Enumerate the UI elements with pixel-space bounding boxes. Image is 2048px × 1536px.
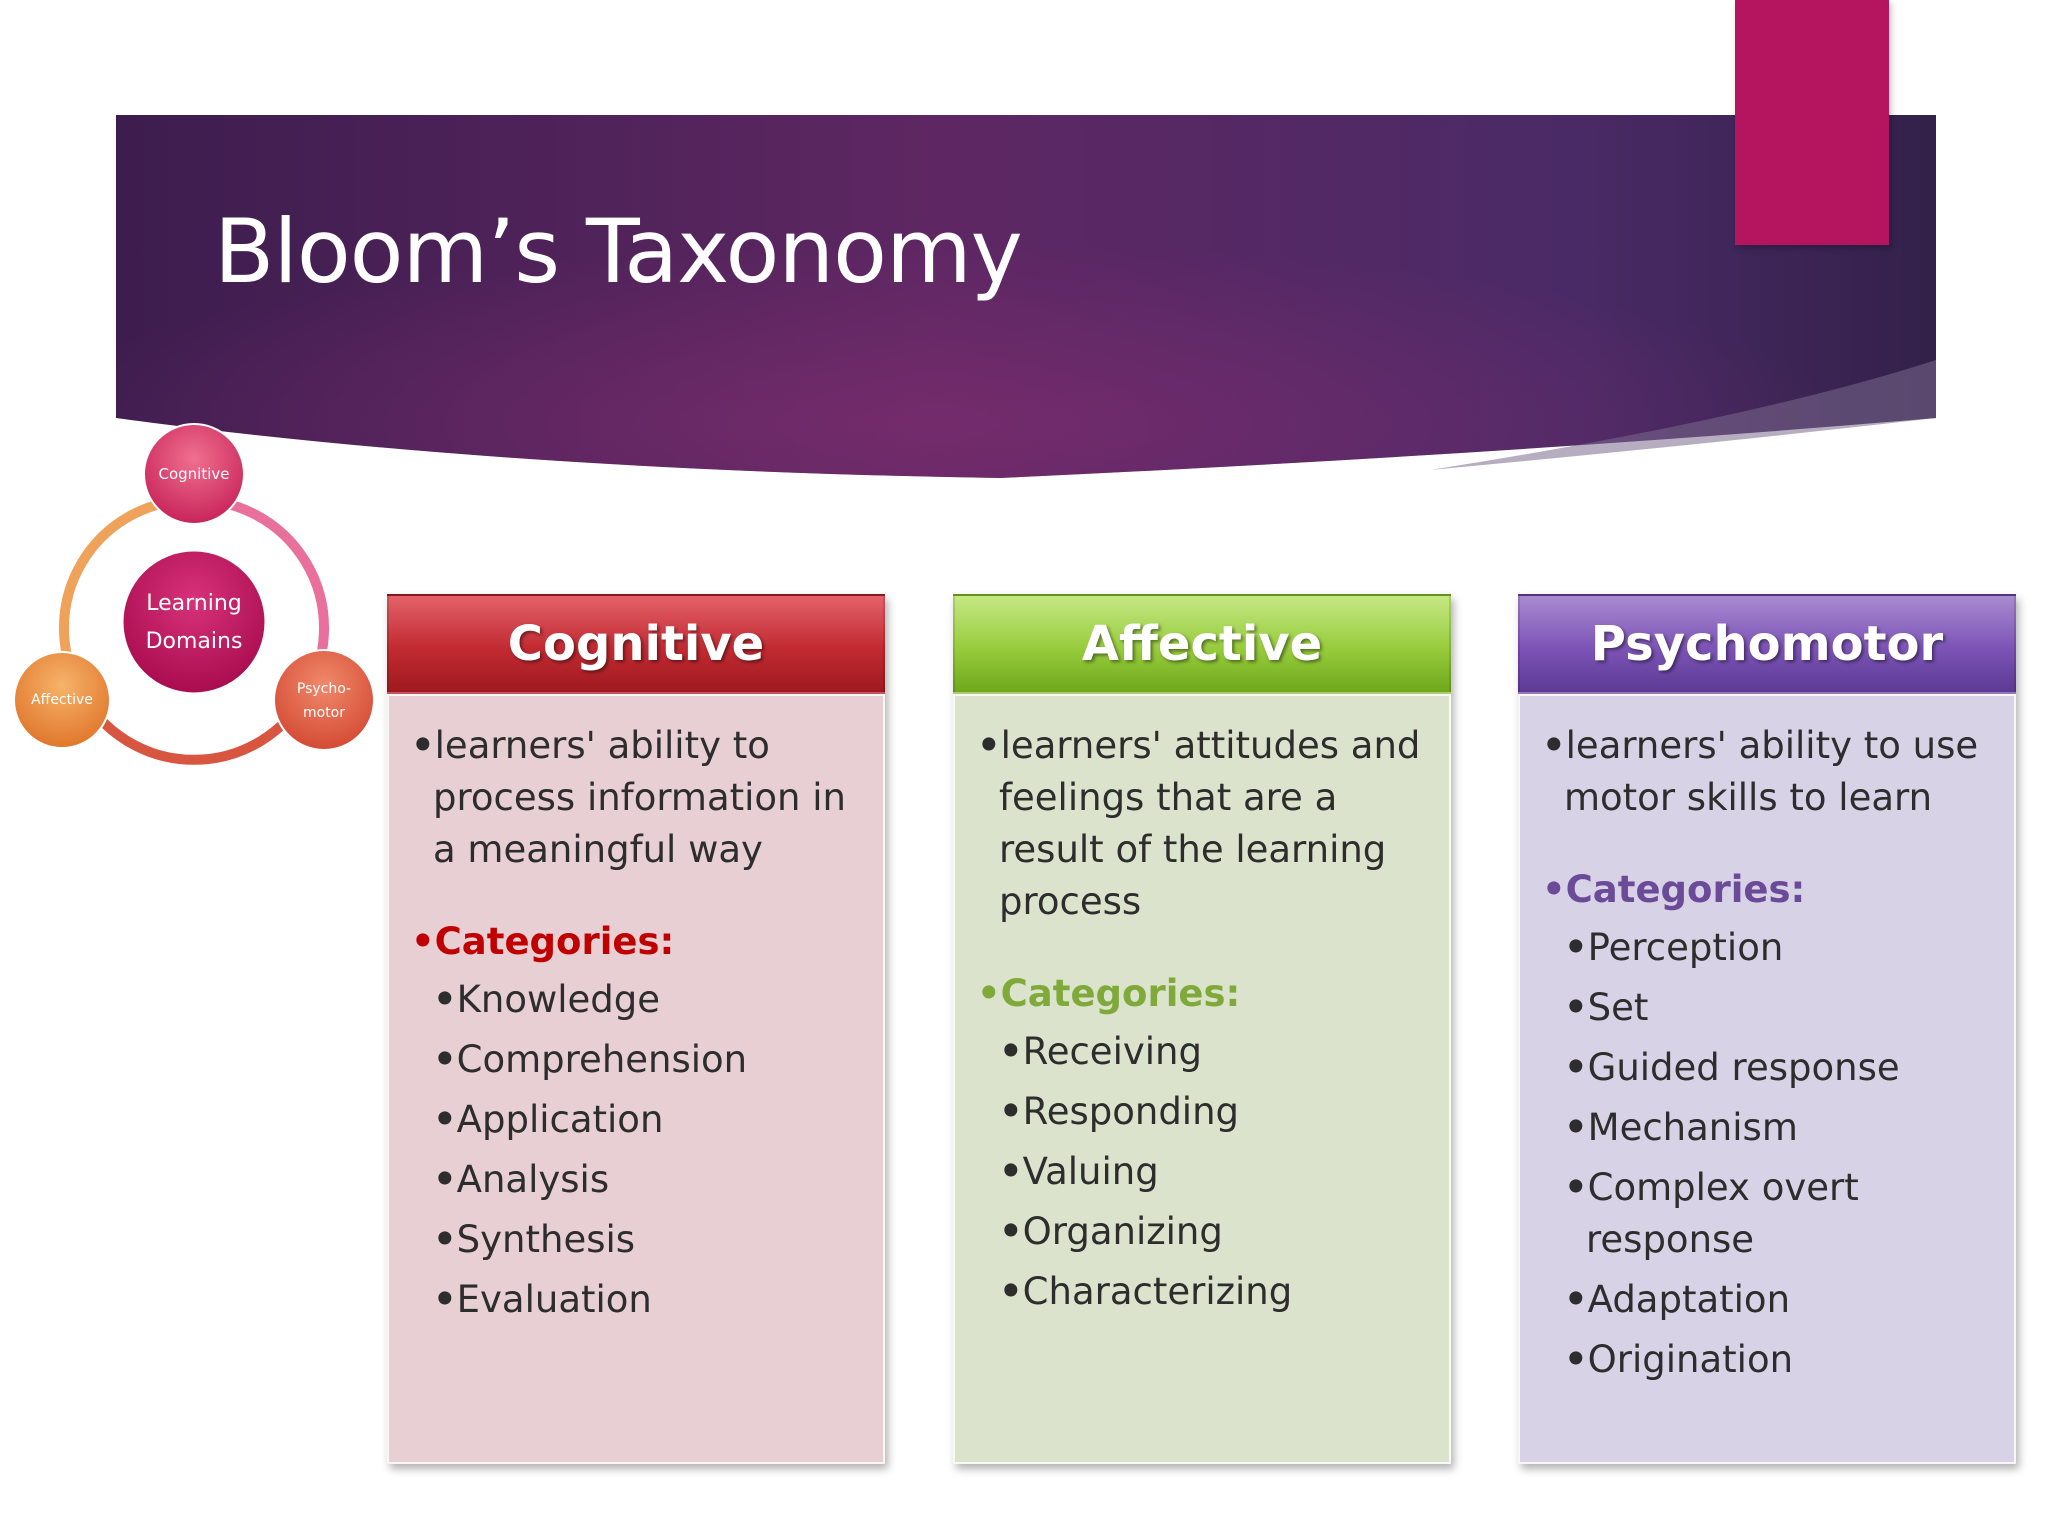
title-banner — [116, 115, 1936, 478]
category-item: Guided response — [1564, 1042, 1994, 1094]
cognitive-categories-list: Knowledge Comprehension Application Anal… — [411, 974, 863, 1326]
psychomotor-card: Psychomotor learners' ability to use mot… — [1518, 594, 2016, 1464]
category-item: Characterizing — [999, 1266, 1429, 1318]
affective-card-header: Affective — [953, 594, 1451, 694]
category-item: Synthesis — [433, 1214, 863, 1266]
cognitive-card-header: Cognitive — [387, 594, 885, 694]
node-psychomotor-label-line1: Psycho- — [297, 681, 351, 697]
affective-categories-heading: Categories: — [977, 968, 1429, 1020]
learning-domains-diagram: Cognitive Affective Psycho- motor Learni… — [13, 423, 375, 765]
cognitive-card: Cognitive learners' ability to process i… — [387, 594, 885, 1464]
psychomotor-card-header: Psychomotor — [1518, 594, 2016, 694]
node-cognitive: Cognitive — [143, 423, 245, 525]
category-item: Origination — [1564, 1334, 1994, 1386]
cognitive-card-body: learners' ability to process information… — [387, 694, 885, 1464]
node-cognitive-label: Cognitive — [158, 465, 229, 483]
cognitive-categories-heading: Categories: — [411, 916, 863, 968]
node-psychomotor-label-line2: motor — [303, 705, 345, 721]
psychomotor-categories-heading: Categories: — [1542, 864, 1994, 916]
center-label-line2: Domains — [146, 629, 243, 654]
affective-card: Affective learners' attitudes and feelin… — [953, 594, 1451, 1464]
category-item: Perception — [1564, 922, 1994, 974]
category-item: Set — [1564, 982, 1994, 1034]
category-item: Analysis — [433, 1154, 863, 1206]
psychomotor-card-body: learners' ability to use motor skills to… — [1518, 694, 2016, 1464]
psychomotor-card-title: Psychomotor — [1590, 616, 1944, 672]
category-item: Mechanism — [1564, 1102, 1994, 1154]
slide-title: Bloom’s Taxonomy — [214, 200, 1023, 303]
category-item: Knowledge — [433, 974, 863, 1026]
accent-bar — [1735, 0, 1889, 245]
node-psychomotor: Psycho- motor — [273, 649, 375, 751]
category-item: Valuing — [999, 1146, 1429, 1198]
category-item: Application — [433, 1094, 863, 1146]
node-affective-label: Affective — [31, 692, 93, 708]
category-item: Receiving — [999, 1026, 1429, 1078]
category-item: Comprehension — [433, 1034, 863, 1086]
psychomotor-description: learners' ability to use motor skills to… — [1542, 720, 1994, 824]
node-affective: Affective — [13, 651, 111, 749]
affective-description: learners' attitudes and feelings that ar… — [977, 720, 1429, 928]
cognitive-description: learners' ability to process information… — [411, 720, 863, 876]
psychomotor-categories-list: Perception Set Guided response Mechanism… — [1542, 922, 1994, 1386]
category-item: Organizing — [999, 1206, 1429, 1258]
affective-card-body: learners' attitudes and feelings that ar… — [953, 694, 1451, 1464]
affective-categories-list: Receiving Responding Valuing Organizing … — [977, 1026, 1429, 1318]
category-item: Responding — [999, 1086, 1429, 1138]
affective-card-title: Affective — [1081, 616, 1323, 672]
category-item: Adaptation — [1564, 1274, 1994, 1326]
node-learning-domains: Learning Domains — [120, 548, 268, 696]
cognitive-card-title: Cognitive — [507, 616, 765, 672]
category-item: Evaluation — [433, 1274, 863, 1326]
center-label-line1: Learning — [146, 591, 242, 616]
category-item: Complex overt response — [1564, 1162, 1994, 1266]
